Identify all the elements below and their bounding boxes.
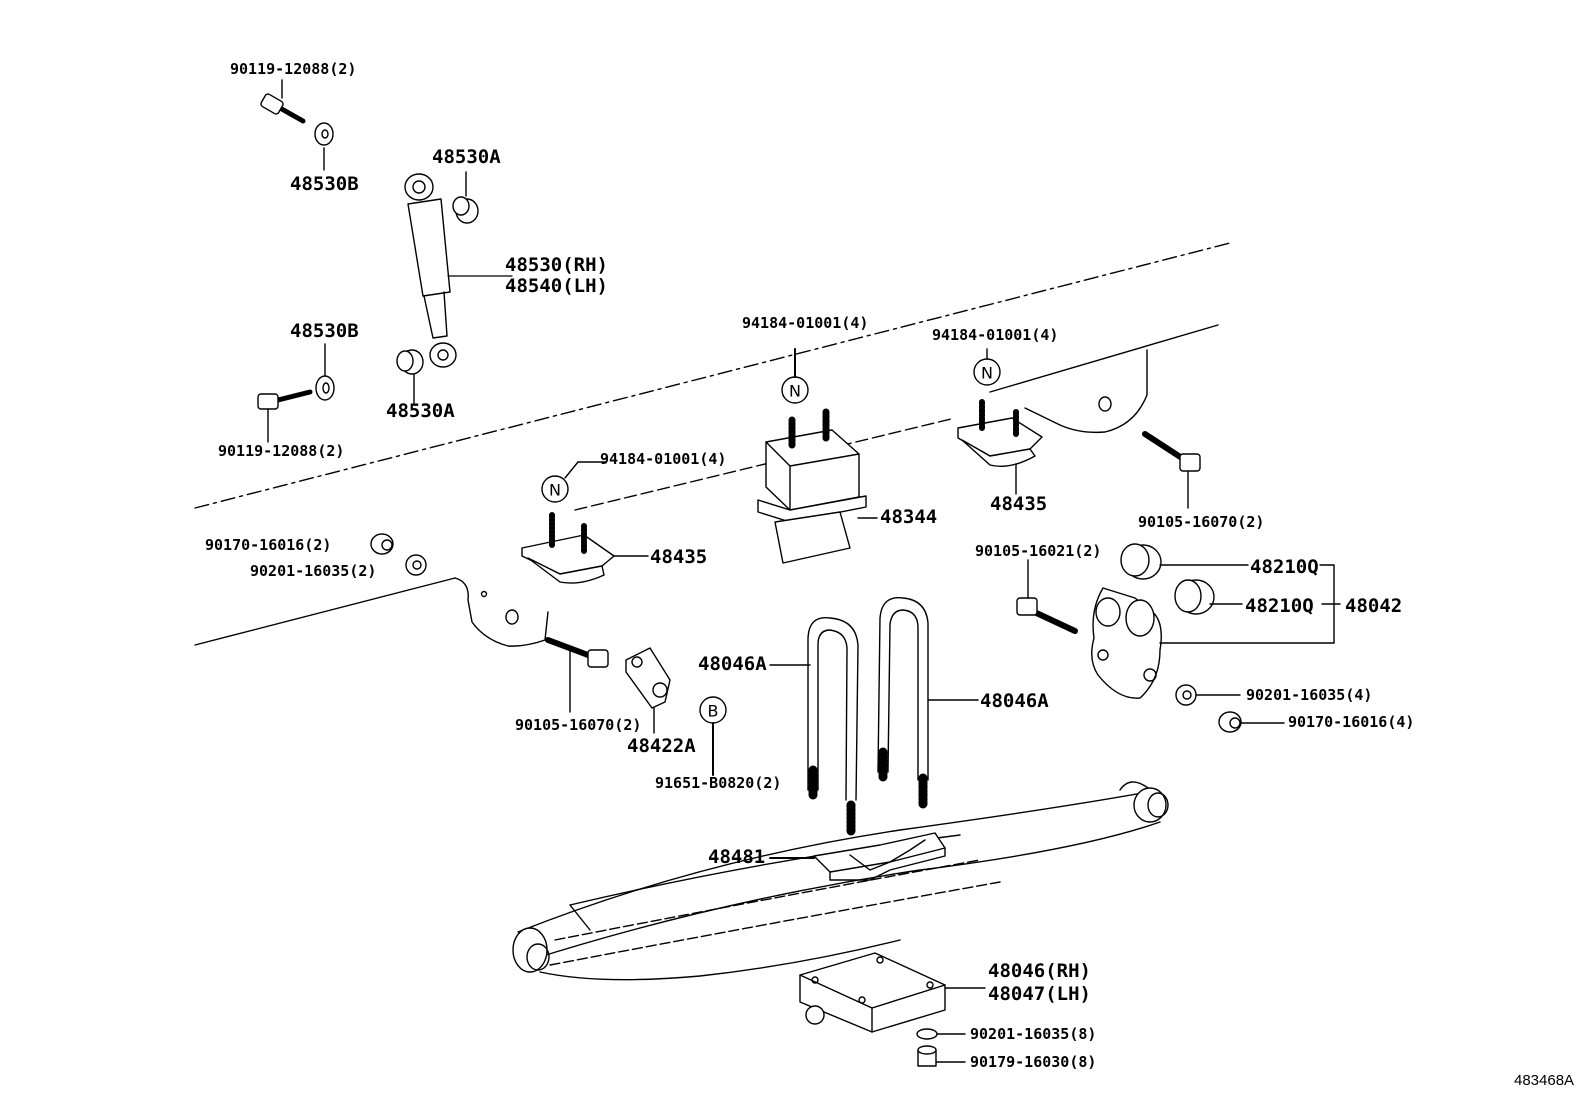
callout-label: 90119-12088(2)	[218, 442, 345, 460]
callout-label: 94184-01001(4)	[932, 326, 1059, 344]
spring-seat	[769, 832, 946, 881]
leader-lines	[281, 79, 325, 171]
washer-right	[1175, 684, 1241, 706]
bolt-upper-right	[1142, 431, 1201, 509]
washer-left	[405, 554, 427, 576]
callout-label: 90179-16030(8)	[970, 1053, 1097, 1071]
callout-label: 48210Q	[1245, 595, 1314, 617]
callout-label: 48435	[990, 493, 1048, 515]
callout-label: 90170-16016(2)	[205, 536, 332, 554]
callout-label: 48435	[650, 546, 708, 568]
shock-upper-washer	[314, 122, 334, 146]
u-bolt-left	[769, 616, 859, 837]
bolt-right-middle	[1016, 559, 1078, 634]
callout-label: 91651-B0820(2)	[655, 774, 782, 792]
shock-bushing-upper	[452, 171, 479, 224]
spring-bumper-right	[957, 397, 1043, 495]
callout-label: 48042	[1345, 595, 1403, 617]
callout-label: 48530B	[290, 173, 359, 195]
callout-label: 48481	[708, 846, 766, 868]
callout-label: 48046A	[698, 653, 767, 675]
callout-label: 90119-12088(2)	[230, 60, 357, 78]
callout-label: 48046(RH)	[988, 960, 1091, 982]
diagram-id: 483468A	[1514, 1072, 1575, 1089]
shock-bushing-lower	[396, 349, 424, 405]
washer-bottom	[916, 1028, 966, 1040]
callout-label: 90105-16070(2)	[515, 716, 642, 734]
callout-label: 48530B	[290, 320, 359, 342]
callout-label: 90201-16035(4)	[1246, 686, 1373, 704]
symbol-n: N	[549, 481, 561, 500]
callout-label: 48210Q	[1250, 556, 1319, 578]
shock-upper-bolt	[260, 93, 306, 124]
callout-label: 48530A	[432, 146, 501, 168]
bolt-lower-left	[545, 637, 609, 713]
callout-label: 48530(RH)	[505, 254, 608, 276]
shock-absorber	[404, 173, 513, 368]
nut-right	[1218, 711, 1285, 733]
callout-label: 48047(LH)	[988, 983, 1091, 1005]
callout-label: 48422A	[627, 735, 696, 757]
callout-label: 48540(LH)	[505, 275, 608, 297]
symbol-circles	[541, 348, 1001, 776]
leaf-spring	[512, 781, 1169, 981]
bracket	[625, 647, 671, 734]
callout-label: 90170-16016(4)	[1288, 713, 1415, 731]
shackle-assembly	[1091, 543, 1341, 699]
symbol-n: N	[981, 364, 993, 383]
shock-lower-washer	[315, 343, 335, 401]
u-bolt-right	[877, 596, 979, 810]
frame-rail	[194, 242, 1231, 647]
symbol-n: N	[789, 382, 801, 401]
spring-bumper-left	[521, 511, 649, 584]
symbol-b: B	[708, 702, 719, 721]
callout-label: 48046A	[980, 690, 1049, 712]
callout-label: 48530A	[386, 400, 455, 422]
callout-label: 90201-16035(8)	[970, 1025, 1097, 1043]
shock-lower-bolt	[257, 389, 313, 443]
spring-plate	[799, 952, 986, 1033]
nut-left	[370, 533, 394, 555]
callout-label: 90201-16035(2)	[250, 562, 377, 580]
callout-label: 94184-01001(4)	[742, 314, 869, 332]
callout-label: 94184-01001(4)	[600, 450, 727, 468]
bump-stopper	[757, 408, 878, 564]
nut-bottom	[917, 1045, 966, 1067]
callout-label: 48344	[880, 506, 938, 528]
callout-label: 90105-16021(2)	[975, 542, 1102, 560]
callout-label: 90105-16070(2)	[1138, 513, 1265, 531]
